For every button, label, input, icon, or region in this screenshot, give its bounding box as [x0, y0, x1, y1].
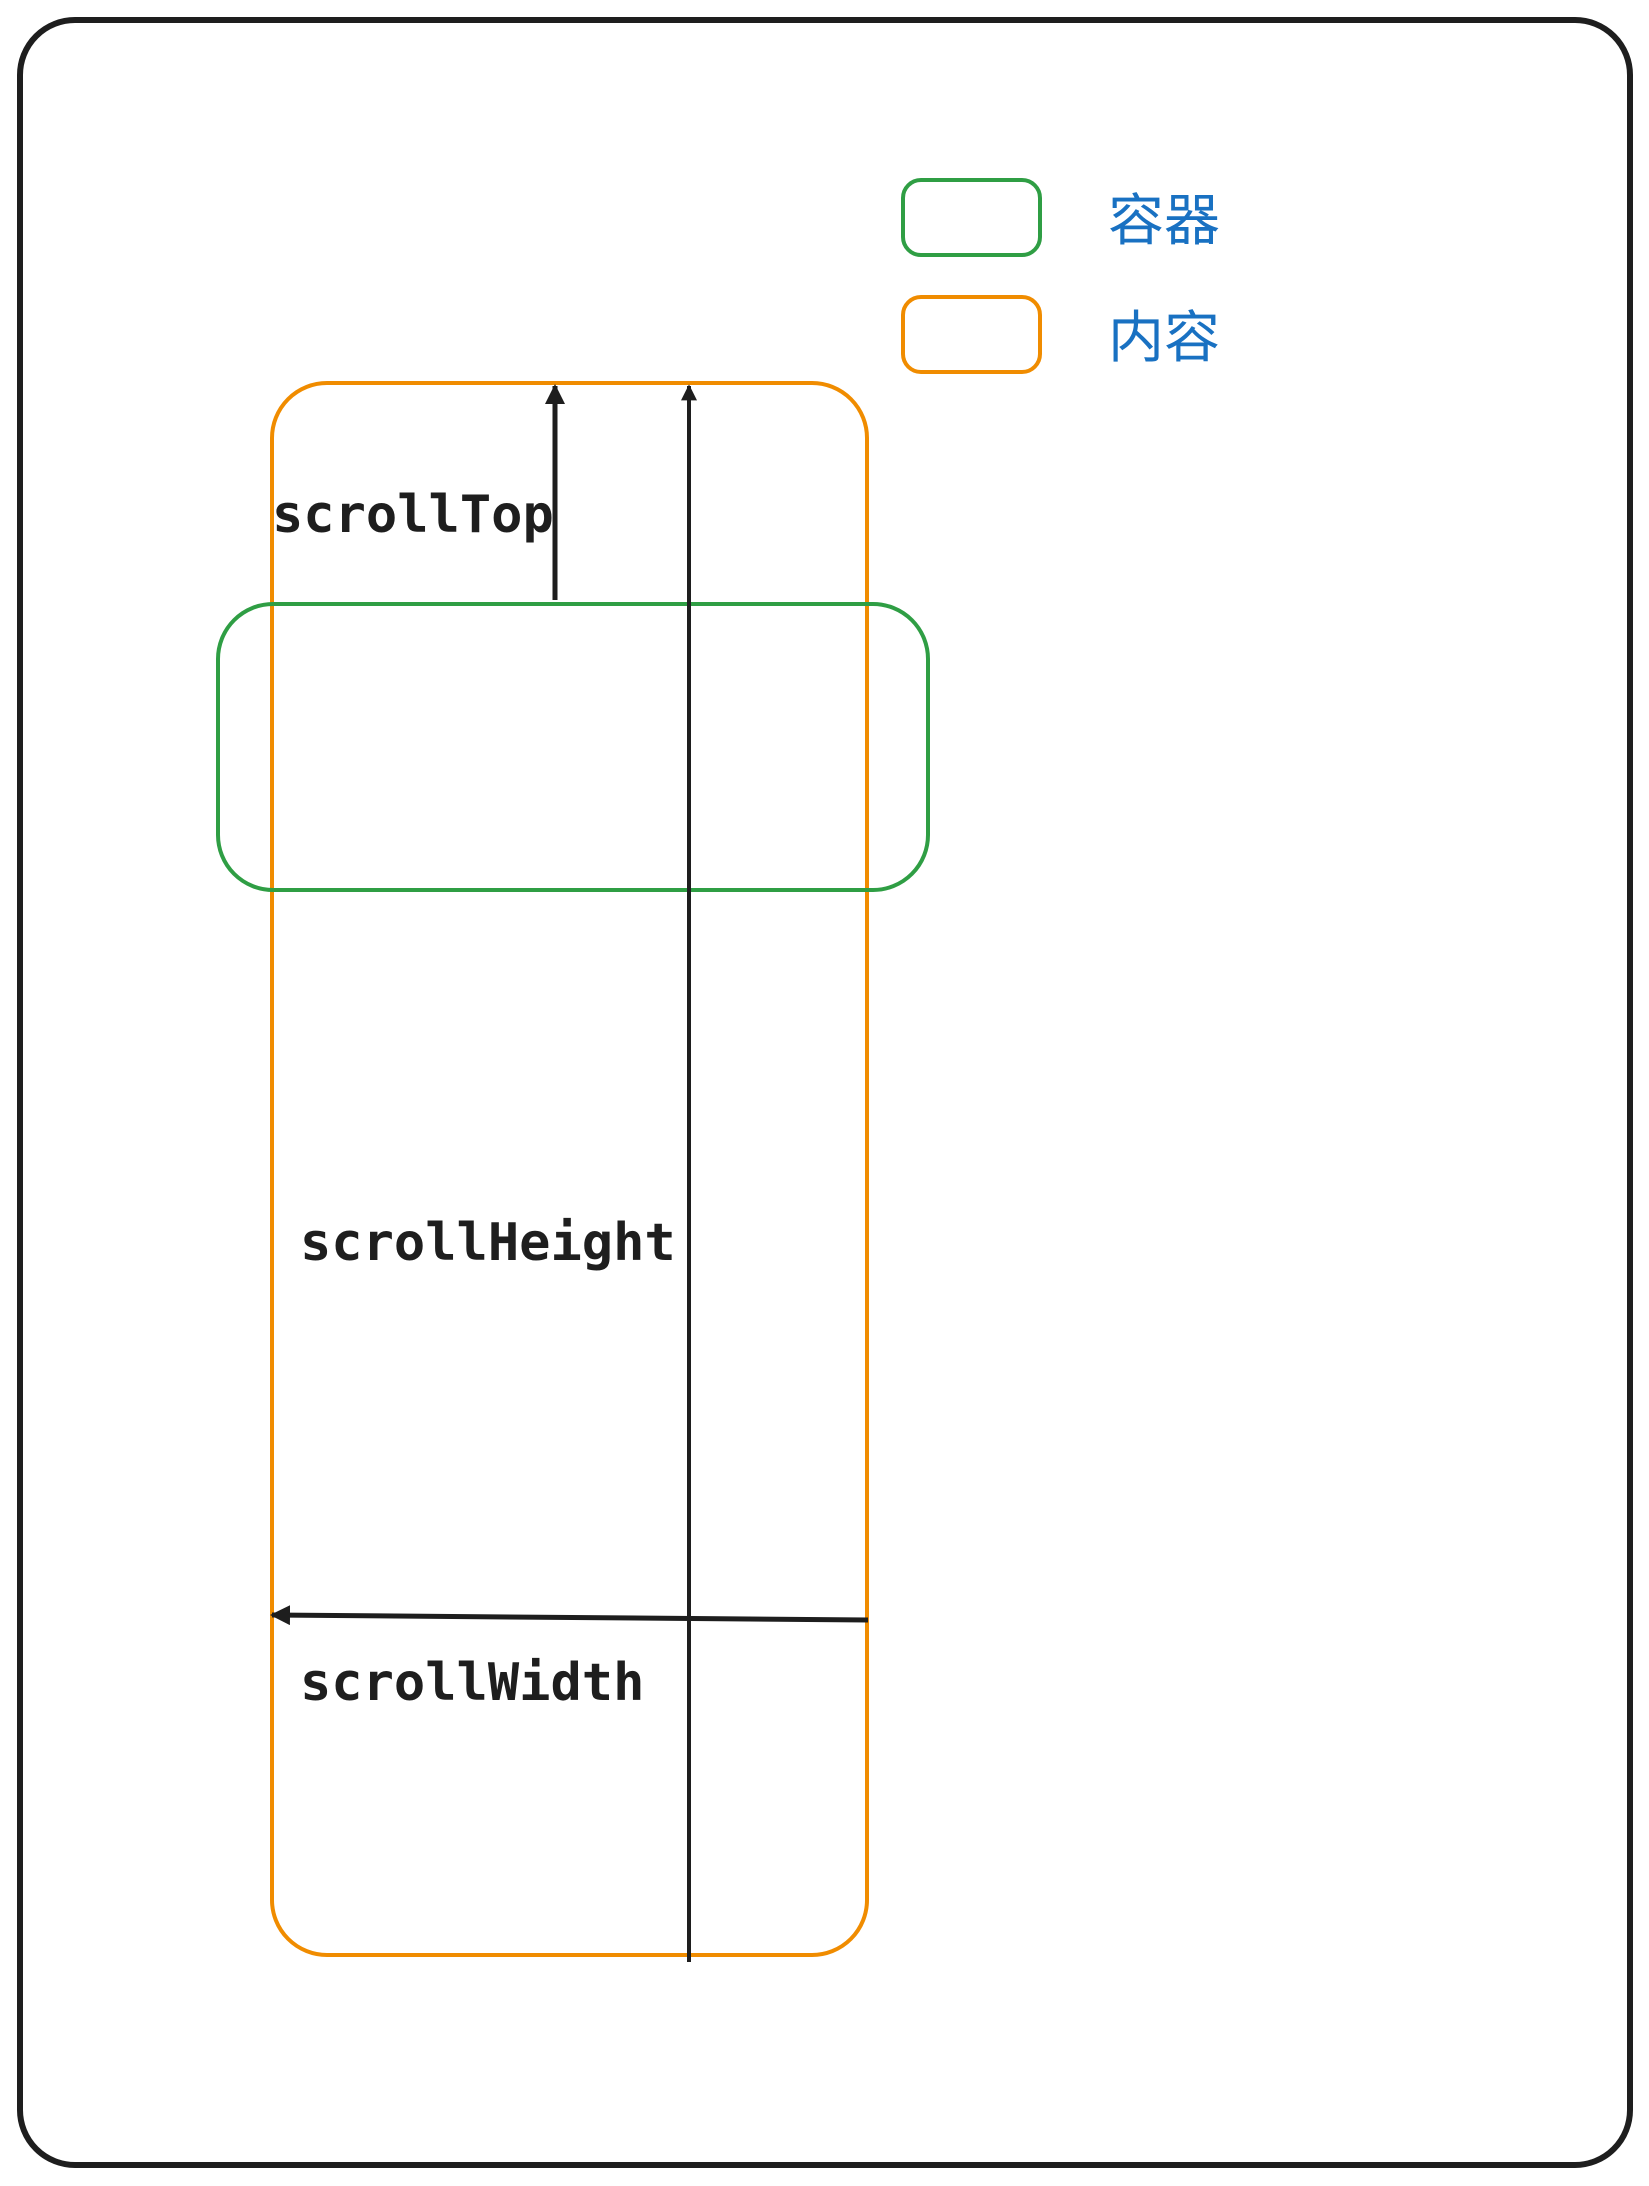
legend-content-label: 内容	[1108, 306, 1220, 371]
scroll-height-label: scrollHeight	[300, 1213, 676, 1273]
legend-container-swatch	[901, 178, 1042, 257]
outer-frame	[17, 17, 1633, 2168]
container-box	[216, 602, 930, 892]
legend-content-swatch	[901, 295, 1042, 374]
scroll-top-label: scrollTop	[272, 485, 554, 545]
scroll-width-arrow	[270, 1605, 869, 1626]
content-box	[270, 381, 869, 1957]
scroll-width-label: scrollWidth	[300, 1653, 644, 1713]
legend-container-label: 容器	[1108, 189, 1220, 254]
